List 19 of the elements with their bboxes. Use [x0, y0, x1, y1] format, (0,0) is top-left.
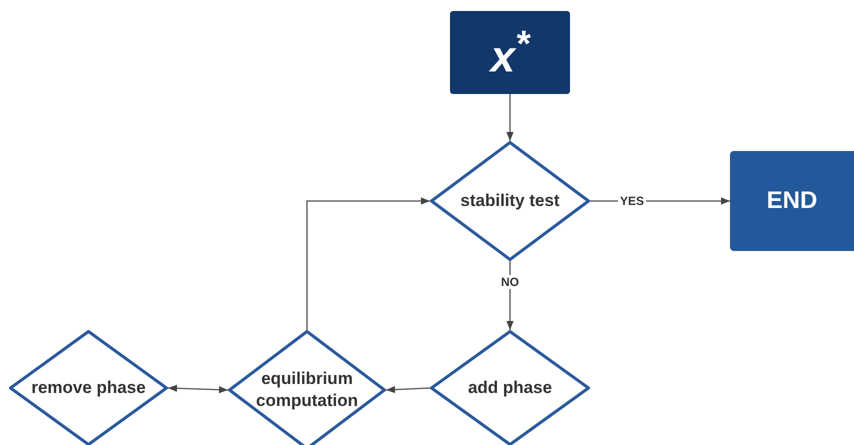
end-box — [730, 151, 854, 251]
start-box — [450, 11, 570, 94]
box-label: x$^{*}$ — [490, 22, 530, 84]
decision-label: equilibrium computation — [255, 368, 359, 412]
decision-diamond — [430, 330, 590, 445]
decision-label: stability test — [460, 190, 560, 212]
arrow — [386, 386, 430, 394]
arrow — [168, 384, 228, 394]
arrow — [506, 94, 514, 141]
decision-diamond — [9, 330, 168, 445]
edge-label: YES — [618, 194, 646, 208]
box-label: END — [766, 186, 818, 216]
arrow — [306, 197, 430, 330]
edge-label: NO — [499, 274, 521, 289]
decision-label: remove phase — [31, 376, 146, 399]
decision-diamond — [228, 330, 386, 445]
arrow — [506, 261, 514, 330]
decision-diamond — [430, 141, 590, 261]
decision-label: add phase — [468, 376, 552, 399]
